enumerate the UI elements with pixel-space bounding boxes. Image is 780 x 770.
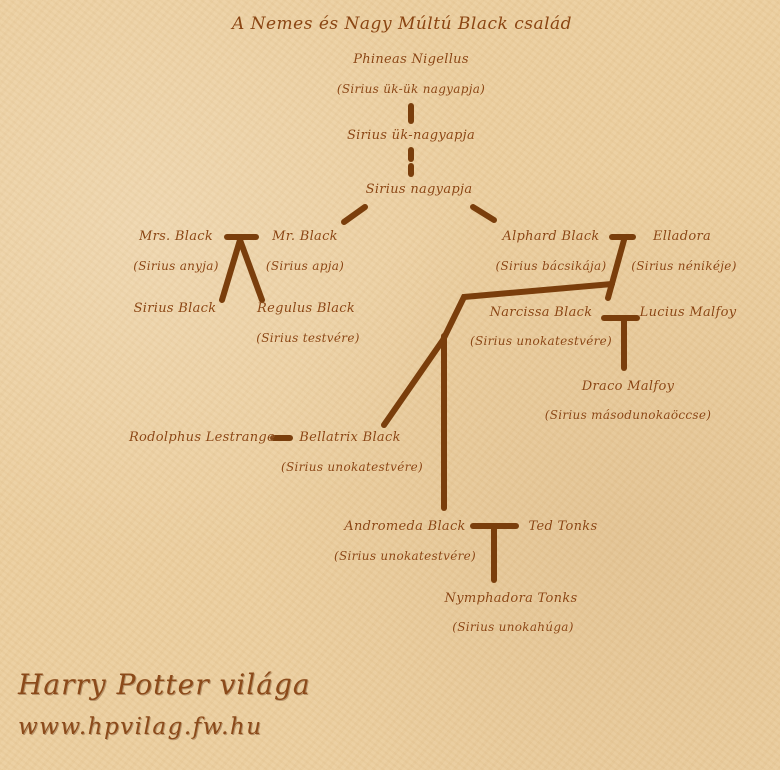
- person-relation-bellatrix: (Sirius unokatestvére): [280, 460, 424, 474]
- connector-parents-sirius: [219, 237, 243, 303]
- person-relation-mrs-black: (Sirius anyja): [133, 259, 219, 273]
- person-relation-elladora: (Sirius nénikéje): [631, 259, 737, 273]
- connector-elladora-down: [605, 237, 627, 301]
- person-relation-alphard: (Sirius bácsikája): [495, 259, 607, 273]
- person-name-rodolphus: Rodolphus Lestrange: [128, 430, 276, 445]
- site-name: Harry Potter világa: [18, 668, 311, 701]
- person-name-draco: Draco Malfoy: [581, 379, 675, 394]
- person-name-lucius: Lucius Malfoy: [639, 305, 737, 320]
- person-relation-regulus: (Sirius testvére): [256, 331, 360, 345]
- person-name-nagyapa: Sirius nagyapja: [365, 182, 473, 197]
- person-relation-draco: (Sirius másodunokaöccse): [544, 408, 712, 422]
- person-name-elladora: Elladora: [652, 229, 712, 244]
- person-relation-nymphadora: (Sirius unokahúga): [452, 620, 574, 634]
- person-name-narcissa: Narcissa Black: [489, 305, 593, 320]
- person-name-nymphadora: Nymphadora Tonks: [444, 591, 578, 606]
- connector-cousin-bar: [381, 281, 615, 428]
- person-name-alphard: Alphard Black: [502, 229, 600, 244]
- person-name-regulus: Regulus Black: [256, 301, 356, 316]
- connector-nagyapa-alphard: [470, 204, 497, 223]
- person-name-mr-black: Mr. Black: [272, 229, 338, 244]
- diagram-title: A Nemes és Nagy Múltú Black család: [231, 14, 573, 34]
- connector-nagyapa-mrblack: [341, 204, 368, 225]
- person-name-uknagyapa: Sirius ük-nagyapja: [346, 128, 476, 143]
- person-relation-andromeda: (Sirius unokatestvére): [333, 549, 477, 563]
- person-name-mrs-black: Mrs. Black: [138, 229, 214, 244]
- person-name-ted: Ted Tonks: [528, 519, 598, 534]
- connector-parents-regulus: [237, 237, 265, 303]
- person-name-bellatrix: Bellatrix Black: [299, 430, 401, 445]
- person-relation-mr-black: (Sirius apja): [265, 259, 345, 273]
- person-name-sirius: Sirius Black: [133, 301, 217, 316]
- person-name-andromeda: Andromeda Black: [344, 519, 466, 534]
- person-relation-phineas: (Sirius ük-ük nagyapja): [336, 82, 486, 96]
- person-relation-narcissa: (Sirius unokatestvére): [469, 334, 613, 348]
- person-name-phineas: Phineas Nigellus: [353, 52, 469, 67]
- site-url[interactable]: www.hpvilag.fw.hu: [18, 714, 263, 740]
